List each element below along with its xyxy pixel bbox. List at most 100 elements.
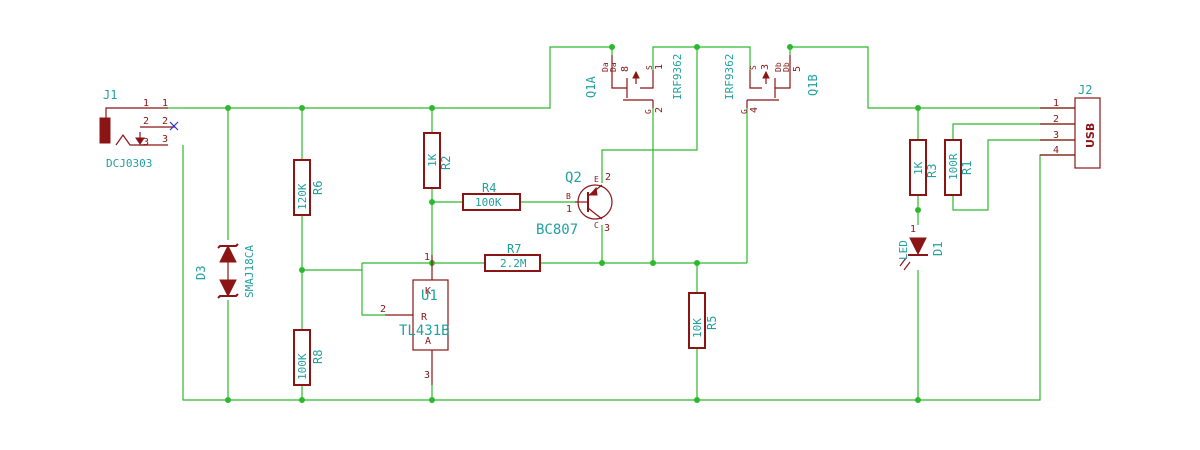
- junction-dot: [787, 44, 793, 50]
- j1-nc-mark-b: [169, 121, 179, 131]
- r3-ref-label: R3: [925, 164, 939, 178]
- u1-value-label: TL431B: [399, 323, 450, 339]
- d1-led[interactable]: 1 LED D1: [897, 224, 945, 271]
- r1-resistor[interactable]: 100R R1: [944, 139, 974, 196]
- q2-pin-number-1: 1: [566, 204, 572, 215]
- q1a-value-label: IRF9362: [671, 54, 684, 100]
- q1a-pin-g: G: [644, 109, 653, 114]
- u1-shunt-regulator[interactable]: K R A 1 2 3 U1 TL431B: [380, 252, 450, 385]
- q1a-ref-label: Q1A: [584, 76, 598, 98]
- junction-dot: [694, 260, 700, 266]
- wire-vin-rail: [183, 46, 612, 109]
- d1-emit-arrow-1: [899, 257, 907, 267]
- d3-tvs-diode[interactable]: D3 SMAJ18CA: [194, 243, 256, 299]
- q2-pin-c: C: [594, 221, 599, 230]
- q1b-source-lead: [749, 70, 762, 89]
- r4-body: [462, 193, 521, 211]
- r5-ref-label: R5: [705, 316, 719, 330]
- j2-value-label: USB: [1084, 123, 1097, 148]
- r7-resistor[interactable]: R7 2.2M: [484, 242, 541, 272]
- junction-dot: [915, 105, 921, 111]
- r8-body: [293, 329, 311, 386]
- r3-value-label: 1K: [912, 161, 925, 175]
- junction-dot: [694, 44, 700, 50]
- r4-resistor[interactable]: R4 100K: [462, 181, 521, 211]
- q1a-pin-d: Da: [601, 62, 610, 72]
- r3-resistor[interactable]: 1K R3: [909, 139, 939, 196]
- r6-body: [293, 159, 311, 216]
- j1-pin-label-2: 2: [162, 116, 168, 127]
- junction-dot: [225, 397, 231, 403]
- r5-resistor[interactable]: 10K R5: [688, 292, 719, 349]
- r6-resistor[interactable]: 120K R6: [293, 159, 325, 216]
- j1-pin-number-3: 3: [143, 137, 149, 148]
- q2-pin-e: E: [594, 175, 599, 184]
- junction-dot: [429, 199, 435, 205]
- q1b-pin-d2: Db: [782, 62, 791, 72]
- q1a-pin-number-1: 1: [654, 64, 665, 70]
- j1-pin-number-1: 1: [143, 98, 149, 109]
- junction-dot: [694, 397, 700, 403]
- q2-pnp-transistor[interactable]: Q2 BC807 E 2 C 3 B 1: [536, 170, 613, 238]
- q2-pin-b: B: [566, 192, 571, 201]
- r4-value-label: 100K: [475, 196, 502, 209]
- j2-pin-number-1: 1: [1053, 98, 1059, 109]
- q1a-arrowhead: [632, 70, 640, 79]
- q2-pin-number-3: 3: [604, 223, 610, 234]
- q1a-pin-s: S: [645, 65, 654, 70]
- u1-pin-number-3: 3: [424, 370, 430, 381]
- junction-dot: [299, 267, 305, 273]
- j1-body: [99, 117, 111, 144]
- j1-dc-jack[interactable]: J1 DCJ0303 1 2 3 1 2 3: [99, 88, 179, 170]
- d1-pin-number-1: 1: [910, 224, 916, 235]
- r2-ref-label: R2: [439, 156, 453, 170]
- d1-triangle: [909, 237, 927, 256]
- q1b-arrowhead: [762, 70, 770, 79]
- r8-value-label: 100K: [296, 353, 309, 380]
- q1b-pin-number-5: 5: [792, 66, 803, 72]
- junction-dot: [915, 397, 921, 403]
- d1-ref-label: D1: [931, 242, 945, 256]
- j2-pin-number-2: 2: [1053, 114, 1059, 125]
- q2-emitter-arrow: [588, 186, 598, 196]
- q1b-pin-d: Db: [774, 62, 783, 72]
- j1-pin-label-1: 1: [162, 98, 168, 109]
- j1-pin-number-2: 2: [143, 116, 149, 127]
- u1-pin-k: K: [425, 286, 431, 297]
- u1-pin-number-2: 2: [380, 304, 386, 315]
- r8-ref-label: R8: [311, 350, 325, 364]
- r6-value-label: 120K: [296, 183, 309, 210]
- d3-lower-bar: [217, 293, 239, 299]
- q2-ref-label: Q2: [565, 170, 582, 186]
- d3-ref-label: D3: [194, 266, 208, 280]
- u1-ref-label: U1: [421, 288, 438, 304]
- j2-ref-label: J2: [1078, 83, 1092, 97]
- r1-body: [944, 139, 962, 196]
- j1-value-label: DCJ0303: [106, 157, 152, 170]
- q1b-value-label: IRF9362: [723, 54, 736, 100]
- q1b-pin-s: S: [749, 65, 758, 70]
- r5-body: [688, 292, 706, 349]
- r8-resistor[interactable]: 100K R8: [293, 329, 325, 386]
- u1-pin-a: A: [425, 336, 431, 347]
- q1a-mosfet[interactable]: Q1A IRF9362 Da Da 8 S 1 G 2: [584, 54, 684, 114]
- j2-usb-connector[interactable]: J2 USB 1 2 3 4: [1040, 83, 1101, 169]
- d3-value-label: SMAJ18CA: [243, 245, 256, 298]
- u1-pin-r: R: [421, 312, 428, 323]
- d3-upper-bar: [217, 243, 239, 249]
- q1a-source-lead: [640, 70, 654, 89]
- q1a-pin-number-8: 8: [620, 66, 631, 72]
- j2-body: [1074, 97, 1101, 169]
- junction-dot: [429, 105, 435, 111]
- q2-value-label: BC807: [536, 222, 578, 238]
- q1b-drain-lead: [775, 55, 791, 89]
- wire-vout-rail: [790, 46, 1075, 109]
- r7-value-label: 2.2M: [500, 257, 527, 270]
- q2-pin-number-2: 2: [605, 172, 611, 183]
- d3-lower-triangle: [219, 279, 237, 298]
- q1b-ref-label: Q1B: [806, 74, 820, 96]
- r7-ref-label: R7: [507, 242, 521, 256]
- q1b-mosfet[interactable]: IRF9362 Q1B S 3 Db Db 5 G 4: [723, 54, 820, 114]
- r2-resistor[interactable]: 1K R2: [423, 132, 453, 189]
